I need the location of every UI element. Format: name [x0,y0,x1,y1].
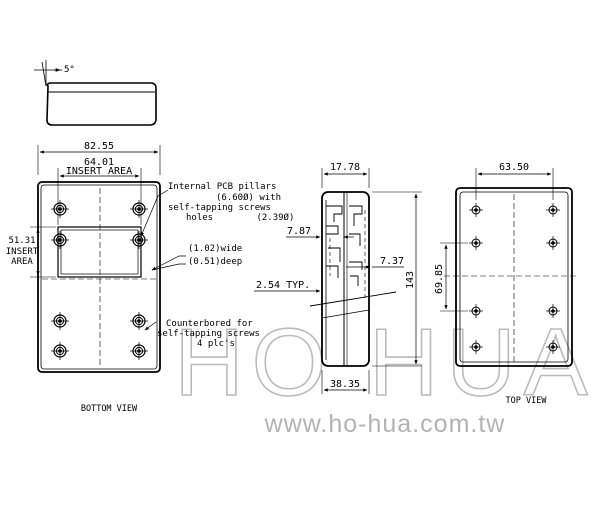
watermark-brand: HO HUA [174,309,595,416]
groove-wide-note: (1.02)wide [188,244,242,254]
perspective-box: 5° [34,60,157,126]
watermark: HO HUA www.ho-hua.com.tw [174,308,595,438]
side-height-dim: 143 [405,271,416,289]
pcb-note-line4: holes (2.39Ø) [186,212,294,223]
insert-label-2: AREA [11,257,33,267]
insert-label-1: INSERT [6,247,39,257]
pcb-note-line3: self-tapping screws [168,203,271,213]
insert-height-dim: 51.31 [8,236,35,246]
pcb-note-line1: Internal PCB pillars [168,182,276,192]
top-view [440,168,578,367]
side-bottom-dim: 38.35 [330,379,360,390]
bottom-width-dim: 82.55 [84,141,114,152]
insert-width-dim: 64.01 [84,157,114,168]
bottom-view-caption: BOTTOM VIEW [81,404,138,414]
bottom-view [30,145,186,373]
top-width-dim: 63.50 [499,162,529,173]
watermark-url: www.ho-hua.com.tw [264,410,506,438]
counterbore-note-line1: Counterbored for [166,319,253,329]
insert-area-top-label: INSERT AREA [66,166,132,177]
side-right-dim: 7.37 [380,256,404,267]
side-view [254,168,422,394]
side-top-dim: 17.78 [330,162,360,173]
groove-deep-note: (0.51)deep [188,257,242,267]
counterbore-note-line3: 4 plc's [197,339,235,349]
angle-label: 5° [64,65,75,75]
top-height-dim: 69.85 [434,264,445,294]
side-left-dim: 7.87 [287,226,311,237]
counterbore-note-line2: self-tapping screws [157,329,260,339]
side-typ-dim: 2.54 TYP. [256,280,310,291]
top-view-caption: TOP VIEW [506,396,548,406]
pcb-note-line2: (6.60Ø) with [216,192,281,203]
